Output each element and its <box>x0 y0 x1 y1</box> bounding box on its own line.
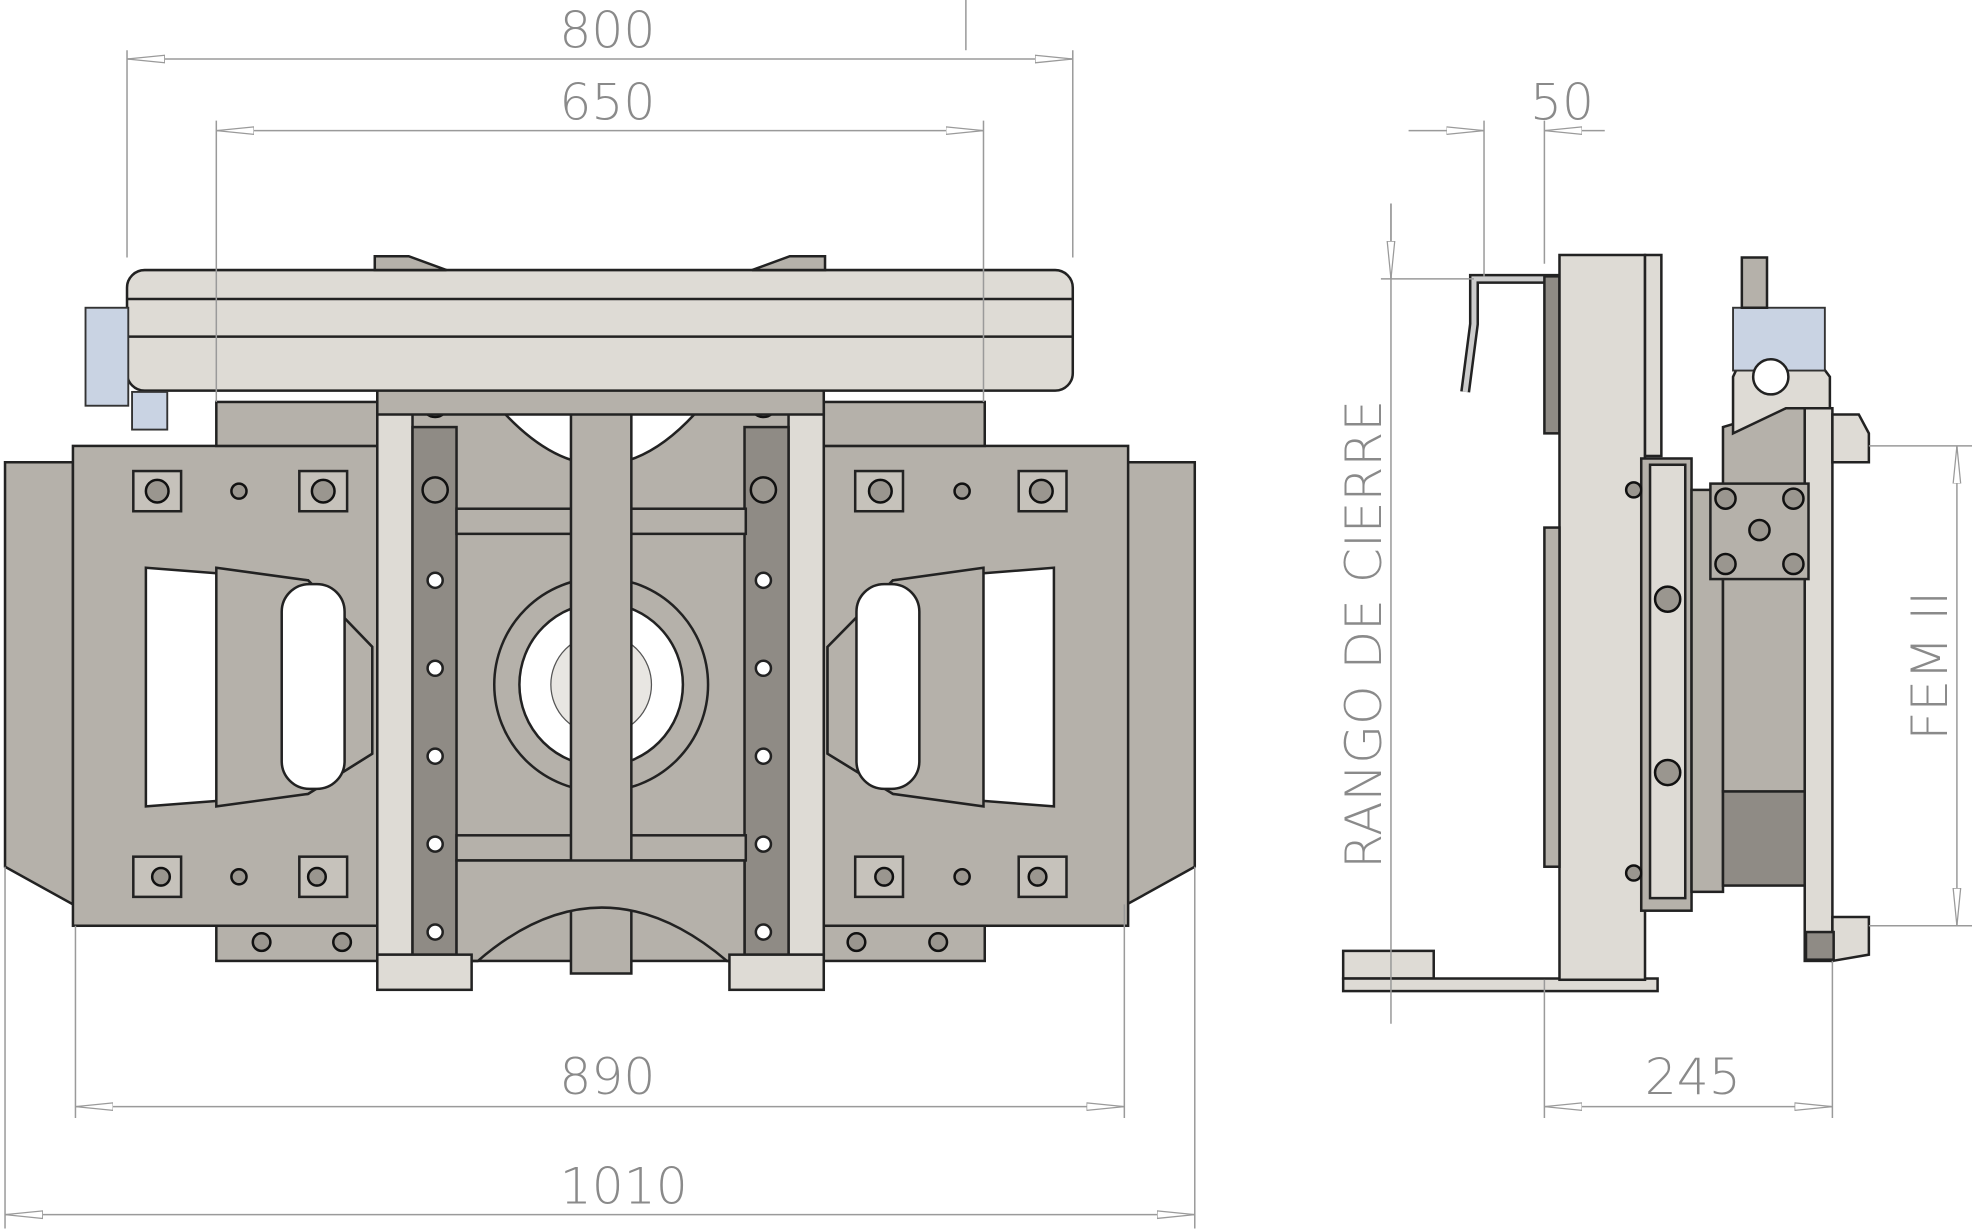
front-dimensions: 800 650 890 1010 <box>4 0 1196 1229</box>
dimension-50: 50 <box>1530 72 1594 131</box>
dimension-1010: 1010 <box>560 1156 688 1215</box>
dimension-rango-de-cierre: RANGO DE CIERRE <box>1334 400 1393 869</box>
dimension-650: 650 <box>559 72 655 131</box>
dimension-800: 800 <box>559 1 655 60</box>
top-carriage-bar <box>125 268 1075 392</box>
right-end-pad <box>1125 460 1197 907</box>
dimension-fem-ii: FEM II <box>1900 591 1959 741</box>
front-view <box>3 254 1197 992</box>
dimension-890: 890 <box>559 1047 655 1106</box>
side-view <box>1341 253 1871 993</box>
side-dimensions: 50 RANGO DE CIERRE FEM II 245 <box>1334 72 1972 1118</box>
left-end-pad <box>3 460 75 907</box>
hydraulic-bracket <box>84 306 130 407</box>
dimension-245: 245 <box>1645 1047 1741 1106</box>
